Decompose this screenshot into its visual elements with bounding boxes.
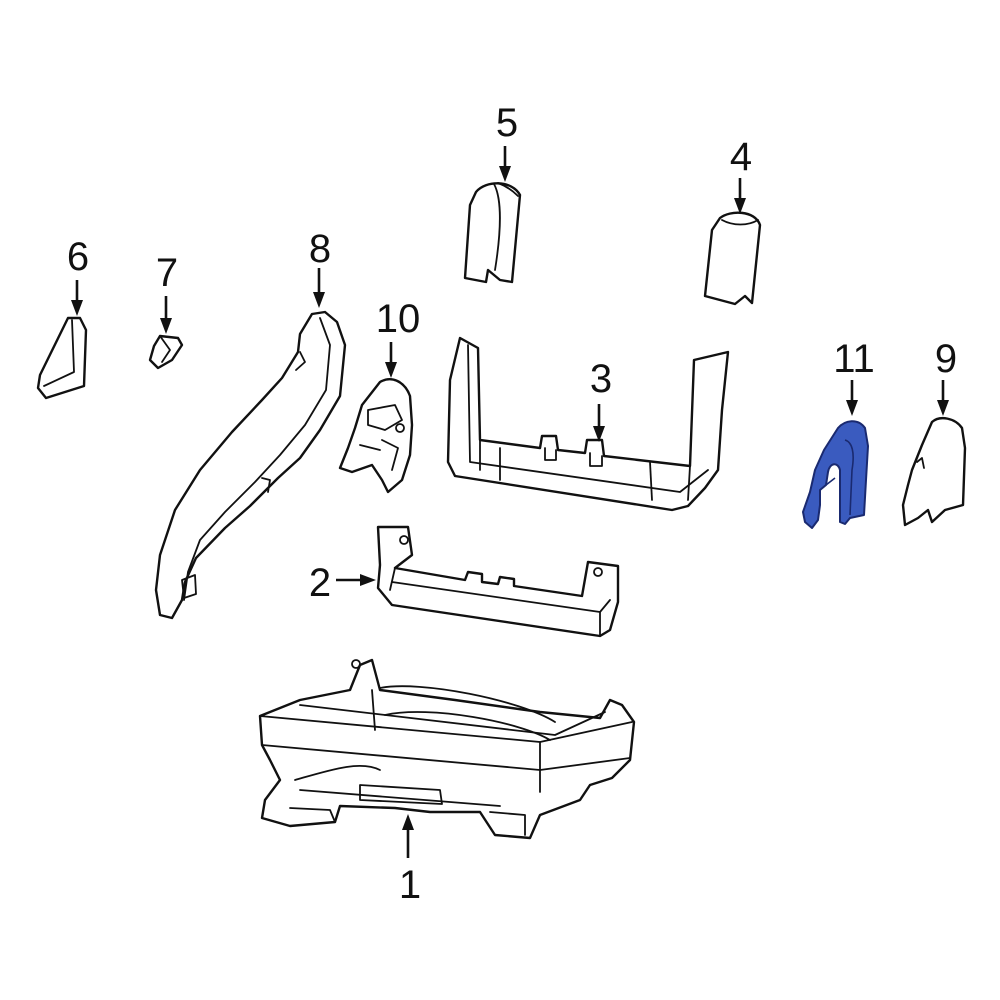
part-10-hinge-cover [338,378,414,494]
part-5-cover [463,182,522,284]
callout-9: 9 [935,337,957,381]
callout-10: 10 [376,297,421,341]
callout-7: 7 [156,251,178,295]
callout-2: 2 [309,561,331,605]
part-4-cover [703,211,762,306]
part-3-back-frame [446,336,730,512]
callout-labels: 1 2 3 4 5 6 7 8 10 11 9 [67,101,957,907]
part-8-side-shield [154,310,347,620]
part-6-cap [36,316,88,400]
callout-8: 8 [309,227,331,271]
callout-11: 11 [833,337,875,381]
callout-4: 4 [730,135,752,179]
part-7-clip [148,334,184,370]
part-1-seat-frame [258,658,636,840]
callout-5: 5 [496,101,518,145]
callout-6: 6 [67,235,89,279]
part-11-recliner-cover [802,420,869,529]
part-11-shape [802,420,869,529]
callout-3: 3 [590,357,612,401]
part-2-bracket [376,525,620,638]
part-9-end-cover [901,416,967,527]
leader-arrows [71,146,949,858]
callout-1: 1 [399,863,421,907]
